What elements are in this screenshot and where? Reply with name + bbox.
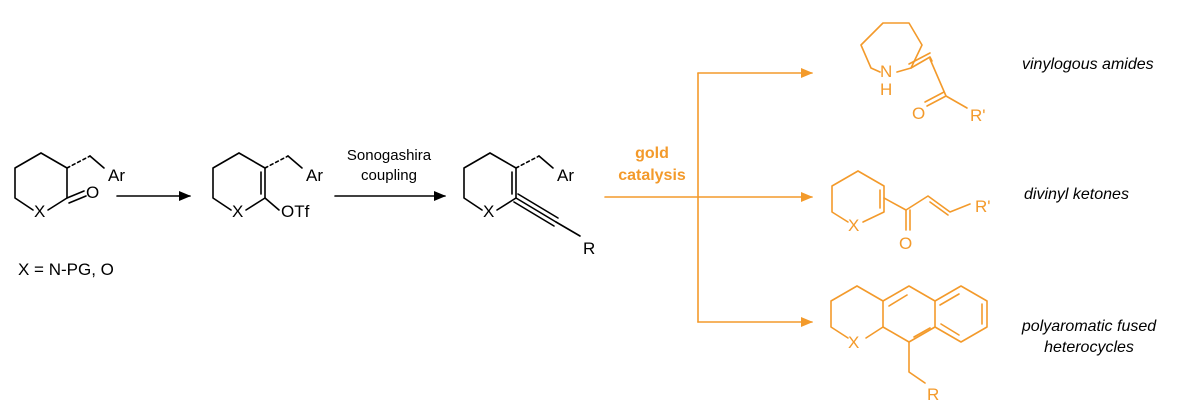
- alkyne-x-label: X: [483, 202, 494, 221]
- triflate-x-label: X: [232, 202, 243, 221]
- alkyne-structure: Ar X R: [463, 152, 595, 258]
- product3-middle-ring: [882, 285, 936, 343]
- product2-label: divinyl ketones: [1024, 186, 1129, 203]
- step2-label-line1: Sonogashira: [347, 147, 432, 164]
- product1-o-label: O: [912, 104, 925, 123]
- branch-arrows: [604, 68, 813, 327]
- triflate-otf-label: OTf: [281, 202, 310, 221]
- product3-label-line1: polyaromatic fused: [1021, 318, 1157, 335]
- alkyne-ring: [463, 152, 517, 211]
- product3-structure: X R polyaromatic fused heterocycles: [830, 285, 1157, 404]
- product1-ring: [860, 22, 923, 73]
- product2-carbonyl-bond: [905, 209, 911, 231]
- triflate-ring: [212, 152, 266, 211]
- alkyne-r-bond: [555, 221, 581, 237]
- product1-carbonyl-bond: [924, 91, 947, 107]
- product1-h-label: H: [880, 80, 892, 99]
- product1-label: vinylogous amides: [1022, 56, 1154, 73]
- product3-r-label: R: [927, 385, 939, 404]
- x-definition: X = N-PG, O: [18, 260, 114, 279]
- substrate-ar-label: Ar: [108, 166, 125, 185]
- triflate-dashed-bond: [264, 155, 289, 169]
- alkyne-r-label: R: [583, 239, 595, 258]
- product3-saturated-ring: [830, 285, 884, 339]
- product1-n-label: N: [880, 62, 892, 81]
- alkyne-ch2-bond: [538, 155, 554, 169]
- step2-label-line2: coupling: [361, 167, 417, 184]
- alkyne-dashed-bond: [515, 155, 540, 169]
- alkyne-ar-label: Ar: [557, 166, 574, 185]
- product3-benzo-ring: [934, 285, 988, 343]
- triflate-ar-label: Ar: [306, 166, 323, 185]
- product3-label-line2: heterocycles: [1044, 339, 1134, 356]
- step3-label-line1: gold: [635, 145, 669, 162]
- product2-r-label: R': [975, 197, 991, 216]
- product3-ch2r-bond: [908, 341, 926, 384]
- triflate-ch2-bond: [287, 155, 303, 169]
- substrate-dashed-bond: [66, 155, 91, 169]
- product2-x-label: X: [848, 216, 859, 235]
- substrate-ring: [14, 152, 68, 211]
- product2-alkene-double-bond: [929, 201, 949, 216]
- substrate-ch2-bond: [89, 155, 105, 169]
- product1-exocyclic-double-bond: [908, 52, 933, 69]
- product3-x-label: X: [848, 333, 859, 352]
- product1-r-label: R': [970, 106, 986, 125]
- substrate-o-label: O: [86, 183, 99, 202]
- product3-benzo-inner-bonds: [939, 293, 983, 336]
- substrate-carbonyl-bond: [66, 190, 87, 204]
- triflate-otf-bond: [264, 197, 280, 211]
- product1-structure: N H O R' vinylogous amides: [860, 22, 1154, 125]
- product2-structure: X O R' divinyl ketones: [831, 170, 1129, 253]
- substrate-x-label: X: [34, 202, 45, 221]
- triflate-structure: Ar X OTf: [212, 152, 323, 221]
- substrate-structure: Ar X O X = N-PG, O: [14, 152, 125, 279]
- step3-label-line2: catalysis: [618, 167, 686, 184]
- product2-ring: [831, 170, 885, 223]
- product2-o-label: O: [899, 234, 912, 253]
- product3-middle-ring-inner-bonds: [888, 294, 931, 338]
- alkyne-triple-bond: [513, 193, 559, 227]
- product2-chain: [883, 195, 971, 213]
